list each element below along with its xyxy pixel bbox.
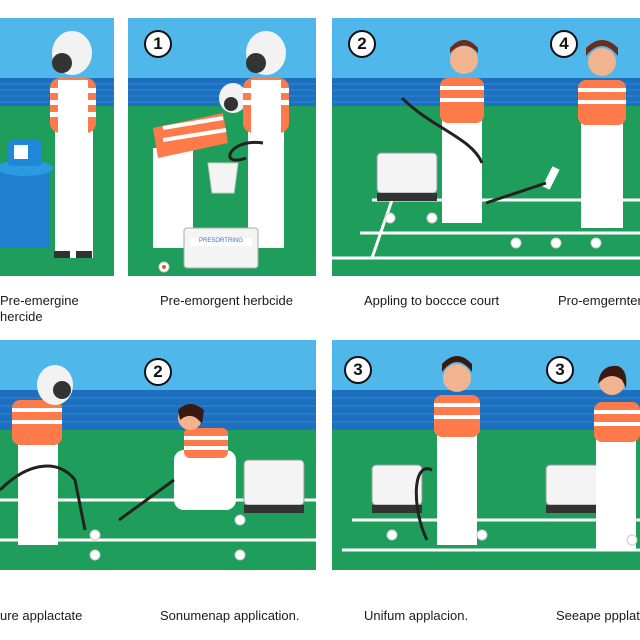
- step-badge: 3: [546, 356, 574, 384]
- panel-1-caption-line2: hercide: [0, 309, 43, 324]
- step-badge: 2: [144, 358, 172, 386]
- panel-8-caption: Seeape ppplat: [556, 608, 640, 623]
- panel-2-caption: Pre-emorgent herbcide: [160, 293, 293, 308]
- panel-7-caption: Unifum applacion.: [364, 608, 469, 623]
- container-label: PRESORTRING: [199, 238, 243, 244]
- panel-3-caption: Appling to boccce court: [364, 293, 500, 308]
- panel-1-caption-line1: Pre-emergine: [0, 293, 79, 308]
- step-badge: 2: [348, 30, 376, 58]
- panel-2-illustration: 1 PRESORTRING: [128, 18, 316, 276]
- panel-4-illustration: 4: [486, 18, 640, 276]
- step-badge: 4: [550, 30, 578, 58]
- panel-1-illustration: [0, 18, 114, 276]
- step-badge: 1: [144, 30, 172, 58]
- panel-4-caption: Pro-emgernter: [558, 293, 640, 308]
- panel-3-illustration: 2: [332, 18, 486, 276]
- panel-5-illustration: [0, 340, 114, 570]
- panel-6-caption: Sonumenap application.: [160, 608, 300, 623]
- step-badge: 3: [344, 356, 372, 384]
- panel-8-illustration: 3: [496, 340, 640, 570]
- panel-6-illustration: 2: [114, 340, 316, 570]
- panel-5-caption: ure applactate: [0, 608, 83, 623]
- panel-7-illustration: 3: [332, 340, 496, 570]
